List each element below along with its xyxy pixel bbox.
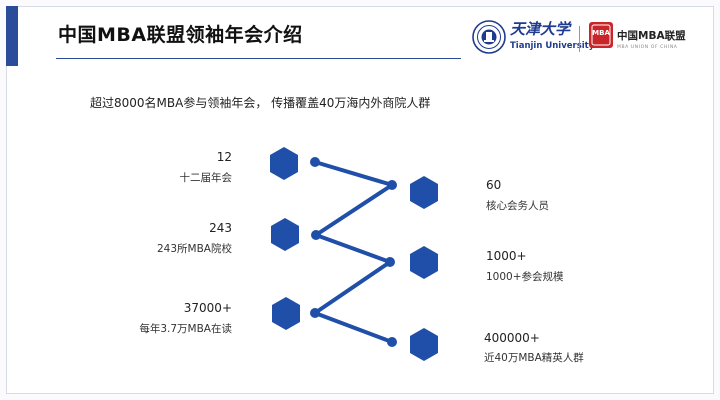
header-divider bbox=[56, 58, 461, 59]
hexagon-icon bbox=[271, 218, 299, 251]
university-name-cn: 天津大学 bbox=[510, 20, 571, 38]
mba-union-mark-text: MBA bbox=[592, 29, 610, 37]
stat-right-3-value: 400000+ bbox=[484, 331, 540, 345]
subtitle: 超过8000名MBA参与领袖年会， 传播覆盖40万海内外商院人群 bbox=[90, 96, 431, 110]
stat-left-1-value: 12 bbox=[216, 150, 232, 164]
university-name-en: Tianjin University bbox=[510, 41, 595, 51]
mba-union-name: 中国MBA联盟 bbox=[617, 30, 686, 42]
mba-union-wordmark: 中国MBA联盟 MBA UNION OF CHINA bbox=[617, 28, 686, 50]
stat-right-2-value: 1000+ bbox=[486, 249, 527, 263]
stat-left-3-label: 每年3.7万MBA在读 bbox=[139, 323, 232, 335]
mba-union-name-en: MBA UNION OF CHINA bbox=[617, 45, 678, 50]
stat-right-1-label: 核心会务人员 bbox=[486, 200, 549, 212]
hexagon-icon bbox=[270, 147, 298, 180]
connector-lines bbox=[310, 160, 397, 344]
mba-union-mark-icon: MBA bbox=[589, 22, 613, 48]
university-seal-icon bbox=[472, 20, 506, 54]
stat-right-1-value: 60 bbox=[486, 178, 502, 192]
hexagon-icon bbox=[410, 246, 438, 279]
stat-left-3-value: 37000+ bbox=[183, 301, 232, 315]
hexagon-icon bbox=[410, 328, 438, 361]
university-wordmark: 天津大学 Tianjin University bbox=[510, 18, 594, 51]
hexagon-icon bbox=[410, 176, 438, 209]
logo-separator bbox=[579, 26, 580, 52]
stat-right-2-label: 1000+参会规模 bbox=[486, 271, 564, 283]
page-title: 中国MBA联盟领袖年会介绍 bbox=[58, 24, 303, 46]
stat-left-1-label: 十二届年会 bbox=[179, 172, 233, 184]
stat-left-2-value: 243 bbox=[209, 221, 232, 235]
hexagon-icon bbox=[272, 297, 300, 330]
connector-dots bbox=[310, 157, 397, 347]
stat-left-2-label: 243所MBA院校 bbox=[157, 243, 232, 255]
stat-right-3-label: 近40万MBA精英人群 bbox=[484, 352, 584, 364]
title-accent-bar bbox=[6, 6, 18, 66]
